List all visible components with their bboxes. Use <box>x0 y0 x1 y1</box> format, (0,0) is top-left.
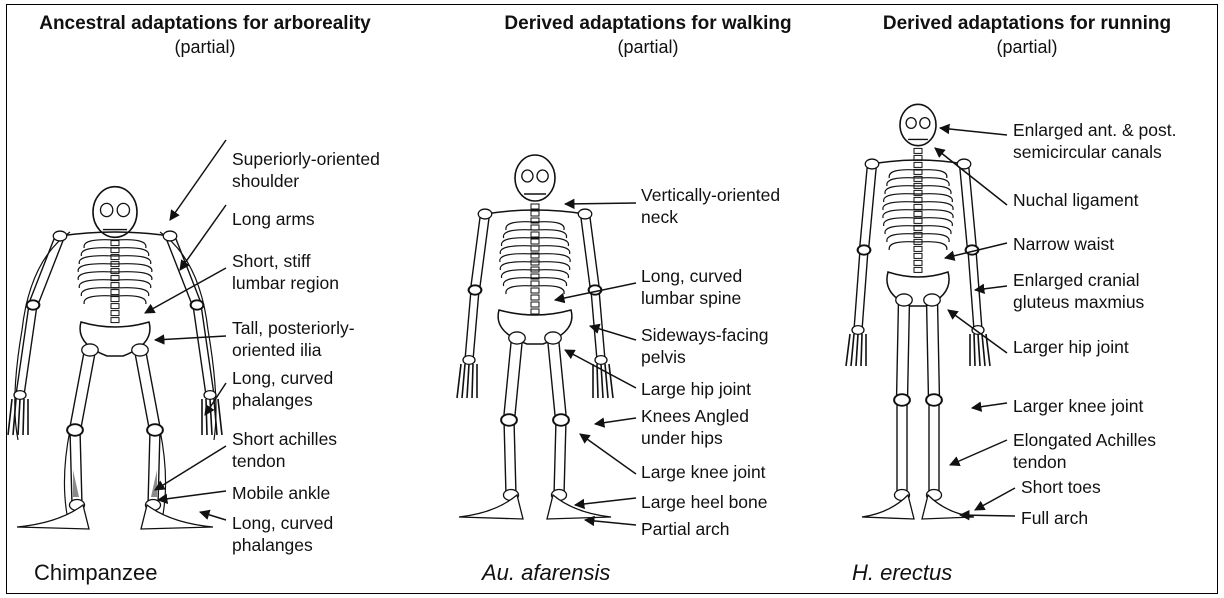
label-achilles-chimp: Short achilles tendon <box>232 428 337 472</box>
label-long-arms: Long arms <box>232 208 315 230</box>
label-achilles-erectus: Elongated Achilles tendon <box>1013 429 1156 473</box>
label-knees-angled: Knees Angled under hips <box>641 405 749 449</box>
label-lumbar-spine: Long, curved lumbar spine <box>641 265 742 309</box>
label-larger-knee: Larger knee joint <box>1013 395 1143 417</box>
label-knee-joint: Large knee joint <box>641 461 766 483</box>
species-erectus: H. erectus <box>852 560 952 586</box>
panel-subtitle: (partial) <box>827 36 1224 59</box>
label-hip-joint: Large hip joint <box>641 378 751 400</box>
panel-header-chimpanzee: Ancestral adaptations for arboreality (p… <box>5 12 405 58</box>
chimpanzee-skeleton <box>8 187 222 529</box>
label-semicircular-canals: Enlarged ant. & post. semicircular canal… <box>1013 119 1176 163</box>
label-larger-hip: Larger hip joint <box>1013 336 1129 358</box>
species-afarensis: Au. afarensis <box>482 560 610 586</box>
afarensis-skeleton <box>457 155 613 519</box>
label-hand-phalanges: Long, curved phalanges <box>232 367 333 411</box>
label-narrow-waist: Narrow waist <box>1013 233 1114 255</box>
label-pelvis: Sideways-facing pelvis <box>641 324 768 368</box>
label-short-toes: Short toes <box>1021 476 1101 498</box>
label-partial-arch: Partial arch <box>641 518 730 540</box>
panel-header-afarensis: Derived adaptations for walking (partial… <box>448 12 848 58</box>
label-ilia: Tall, posteriorly- oriented ilia <box>232 317 355 361</box>
label-mobile-ankle: Mobile ankle <box>232 482 330 504</box>
label-neck: Vertically-oriented neck <box>641 184 780 228</box>
label-nuchal-ligament: Nuchal ligament <box>1013 189 1138 211</box>
label-lumbar-region: Short, stiff lumbar region <box>232 250 339 294</box>
panel-subtitle: (partial) <box>5 36 405 59</box>
panel-header-erectus: Derived adaptations for running (partial… <box>827 12 1224 58</box>
panel-subtitle: (partial) <box>448 36 848 59</box>
label-full-arch: Full arch <box>1021 507 1088 529</box>
species-chimpanzee: Chimpanzee <box>34 560 158 586</box>
label-heel-bone: Large heel bone <box>641 491 768 513</box>
panel-title: Derived adaptations for walking <box>448 12 848 36</box>
label-foot-phalanges: Long, curved phalanges <box>232 512 333 556</box>
label-superior-shoulder: Superiorly-oriented shoulder <box>232 148 380 192</box>
label-gluteus: Enlarged cranial gluteus maxmius <box>1013 269 1144 313</box>
panel-title: Ancestral adaptations for arboreality <box>5 12 405 36</box>
panel-title: Derived adaptations for running <box>827 12 1224 36</box>
